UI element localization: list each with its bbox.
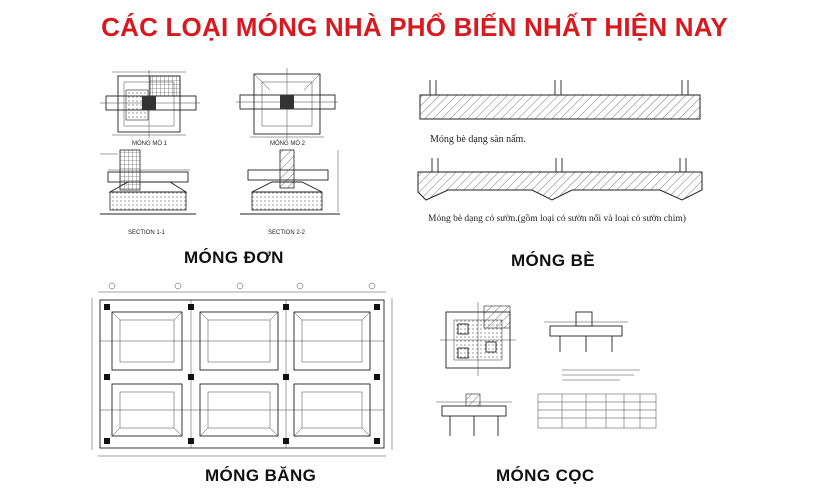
mong-be-drawing	[417, 80, 703, 201]
mong-coc-table	[537, 393, 657, 429]
mong-don-sublabel-1: MÓNG MÓ 1	[132, 141, 168, 147]
mong-don-sublabel-2: MÓNG MÓ 2	[270, 141, 306, 147]
mong-be-slab-2	[417, 158, 703, 201]
page-title: CÁC LOẠI MÓNG NHÀ PHỔ BIẾN NHẤT HIỆN NAY	[101, 12, 728, 42]
mong-don-plan-2	[236, 68, 338, 140]
mong-don-plan-1	[100, 70, 200, 138]
mong-bang-label: MÓNG BĂNG	[205, 466, 317, 485]
mong-be-label: MÓNG BÈ	[511, 251, 596, 270]
mong-don-sublabel-4: SECTION 2-2	[268, 230, 306, 236]
mong-be-note-2: Móng bè dạng có sườn.(gồm loại có sườn n…	[428, 214, 686, 224]
mong-coc-section-1	[544, 311, 628, 352]
mong-don-section-2	[240, 149, 340, 215]
mong-don-label: MÓNG ĐƠN	[184, 248, 284, 267]
mong-don-sublabel-3: SECTION 1-1	[128, 230, 166, 236]
mong-coc-section-2	[436, 393, 512, 436]
mong-don-drawing	[100, 68, 340, 215]
mong-bang-drawing	[91, 282, 393, 457]
mong-coc-plan	[440, 302, 516, 376]
mong-don-section-1	[100, 149, 196, 215]
mong-be-slab-1	[419, 80, 701, 120]
mong-coc-drawing	[436, 302, 657, 436]
mong-be-note-1: Móng bè dạng sàn nấm.	[430, 134, 526, 145]
mong-coc-label: MÓNG CỌC	[496, 466, 595, 485]
